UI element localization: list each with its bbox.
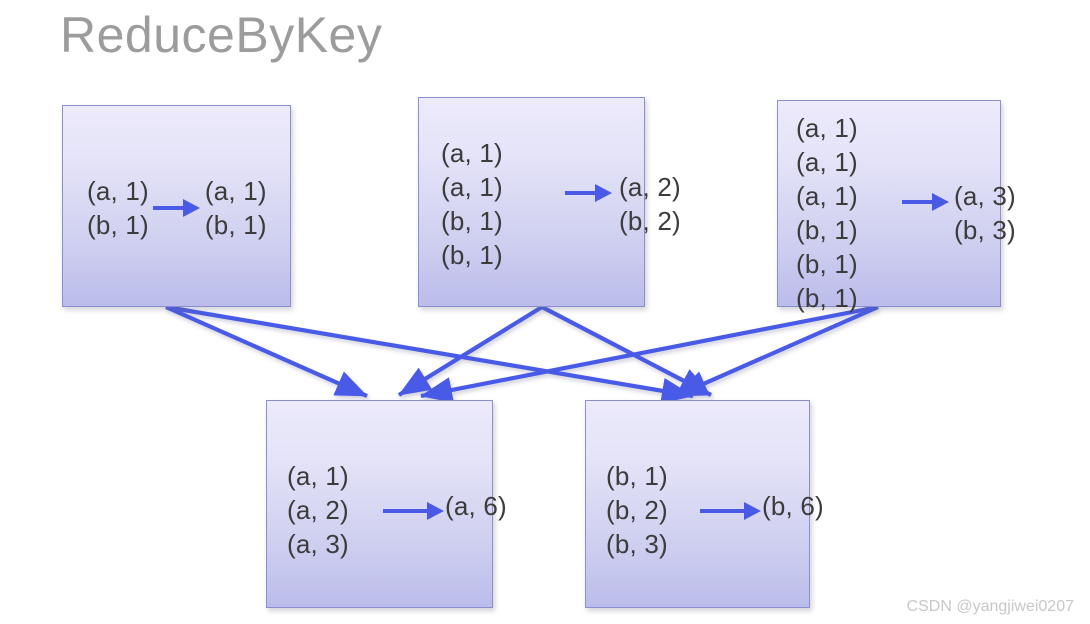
- watermark: CSDN @yangjiwei0207: [906, 598, 1074, 615]
- partition-1-output: (a, 1) (b, 1): [205, 174, 267, 242]
- kv-item: (a, 2): [287, 495, 349, 525]
- kv-item: (a, 1): [87, 176, 149, 206]
- right-arrow-icon: [700, 498, 762, 524]
- page-title: ReduceByKey: [60, 7, 383, 63]
- right-arrow-icon: [383, 498, 445, 524]
- kv-item: (b, 6): [762, 491, 824, 521]
- partition-2-input: (a, 1) (a, 1) (b, 1) (b, 1): [441, 136, 503, 272]
- reducer-box-b[interactable]: (b, 1) (b, 2) (b, 3) (b, 6): [585, 400, 824, 608]
- reducer-a-input: (a, 1) (a, 2) (a, 3): [287, 459, 349, 561]
- kv-item: (b, 1): [796, 283, 858, 313]
- kv-item: (a, 1): [441, 172, 503, 202]
- kv-item: (a, 1): [287, 461, 349, 491]
- partition-3-output: (a, 3) (b, 3): [954, 179, 1016, 247]
- partition-3-input: (a, 1) (a, 1) (a, 1) (b, 1) (b, 1) (b, 1…: [796, 111, 858, 315]
- edge-partition-1-to-reducer-b: [165, 304, 694, 404]
- kv-item: (a, 6): [445, 491, 507, 521]
- kv-item: (b, 3): [606, 529, 668, 559]
- kv-item: (b, 1): [204, 210, 267, 240]
- reducer-b-input: (b, 1) (b, 2) (b, 3): [606, 459, 668, 561]
- right-arrow-icon: [902, 189, 950, 215]
- kv-item: (a, 1): [796, 113, 858, 143]
- partition-box-3[interactable]: (a, 1) (a, 1) (a, 1) (b, 1) (b, 1) (b, 1…: [777, 100, 1016, 313]
- kv-item: (b, 1): [796, 249, 858, 279]
- kv-item: (b, 2): [619, 206, 681, 236]
- reducer-box-a[interactable]: (a, 1) (a, 2) (a, 3) (a, 6): [266, 400, 507, 608]
- edge-partition-1-to-reducer-a: [165, 305, 368, 398]
- kv-item: (b, 1): [796, 215, 858, 245]
- partition-1-input: (a, 1) (b, 1): [87, 174, 149, 242]
- kv-item: (a, 2): [619, 172, 681, 202]
- kv-item: (a, 1): [441, 138, 503, 168]
- kv-item: (a, 3): [954, 181, 1016, 211]
- kv-item: (b, 2): [606, 495, 668, 525]
- partition-box-1[interactable]: (a, 1) (b, 1) (a, 1) (b, 1): [62, 105, 291, 307]
- right-arrow-icon: [152, 195, 201, 221]
- edge-partition-2-to-reducer-b: [541, 305, 712, 397]
- edge-partition-3-to-reducer-a: [420, 304, 879, 403]
- partition-2-output: (a, 2) (b, 2): [619, 170, 681, 238]
- reducer-b-output: (b, 6): [762, 489, 824, 523]
- kv-item: (a, 3): [287, 529, 349, 559]
- kv-item: (a, 1): [796, 147, 858, 177]
- kv-item: (a, 1): [204, 176, 267, 206]
- reducer-a-output: (a, 6): [445, 489, 507, 523]
- edge-partition-2-to-reducer-a: [397, 305, 544, 397]
- kv-item: (b, 3): [954, 215, 1016, 245]
- partition-box-2[interactable]: (a, 1) (a, 1) (b, 1) (b, 1) (a, 2) (b, 2…: [418, 97, 681, 307]
- kv-item: (b, 1): [441, 206, 503, 236]
- kv-item: (b, 1): [441, 240, 503, 270]
- kv-item: (a, 1): [796, 181, 858, 211]
- kv-item: (b, 1): [87, 210, 149, 240]
- right-arrow-icon: [565, 180, 613, 206]
- edge-partition-3-to-reducer-b: [675, 305, 879, 398]
- kv-item: (b, 1): [606, 461, 668, 491]
